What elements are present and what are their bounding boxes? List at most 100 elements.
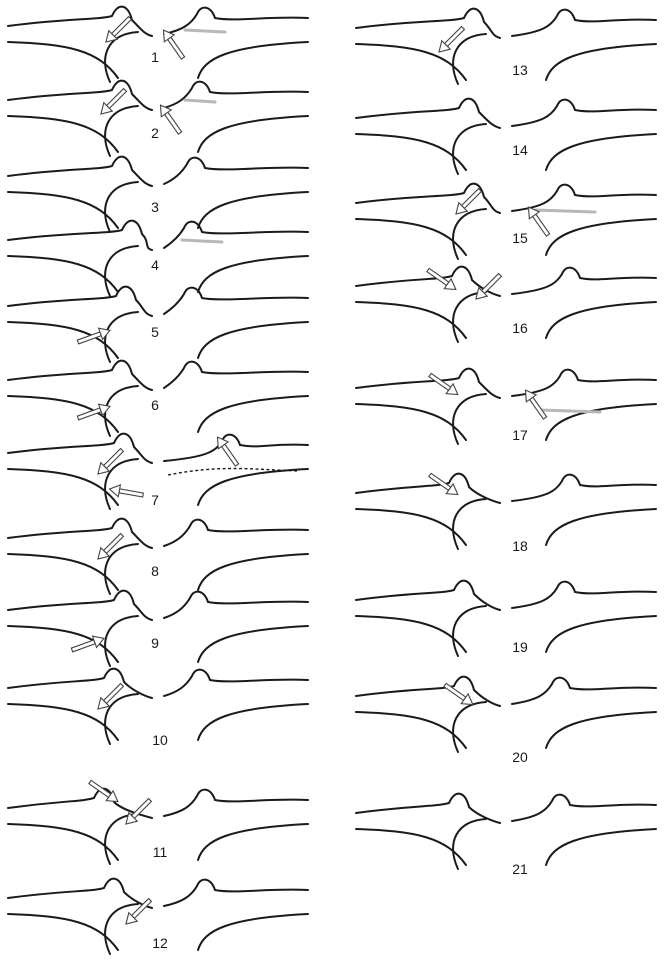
upper-contour-right <box>164 288 308 314</box>
upper-contour-right <box>164 82 308 108</box>
lower-contour-right <box>198 192 308 228</box>
highlight-band <box>540 410 600 412</box>
lower-contour-left <box>8 914 118 950</box>
lower-contour-right <box>546 134 656 170</box>
indicator-arrow <box>427 370 462 399</box>
panel-number-label: 19 <box>512 639 528 655</box>
diagram-panel-6: 6 <box>8 361 308 436</box>
indicator-arrow <box>435 24 468 57</box>
panel-number-label: 20 <box>512 749 528 765</box>
panel-number-label: 18 <box>512 538 528 554</box>
upper-contour-left <box>8 221 152 250</box>
upper-contour-left <box>8 157 152 186</box>
panel-number-label: 5 <box>151 324 159 340</box>
lower-contour-right <box>198 396 308 432</box>
upper-contour-left <box>8 287 152 316</box>
lower-contour-right <box>546 712 656 748</box>
lower-contour-left <box>8 704 118 740</box>
upper-contour-right <box>512 475 656 501</box>
lower-contour-left <box>8 322 118 358</box>
indicator-arrow <box>122 896 155 929</box>
panel-number-label: 4 <box>151 257 159 273</box>
upper-contour-right <box>164 158 308 184</box>
hook-contour <box>453 34 486 84</box>
upper-contour-right <box>164 520 308 546</box>
upper-contour-right <box>164 592 308 618</box>
upper-contour-right <box>512 678 656 704</box>
panel-number-label: 1 <box>151 49 159 65</box>
hook-contour <box>105 182 138 232</box>
lower-contour-right <box>198 116 308 152</box>
upper-contour-right <box>512 185 656 211</box>
lower-contour-right <box>546 509 656 545</box>
upper-contour-right <box>512 10 656 36</box>
hook-contour <box>453 606 486 656</box>
diagram-panel-18: 18 <box>356 470 656 554</box>
diagram-panel-16: 16 <box>356 265 656 342</box>
upper-contour-left <box>8 81 152 110</box>
upper-contour-left <box>8 434 152 463</box>
lower-contour-right <box>198 914 308 950</box>
lower-contour-left <box>8 116 118 152</box>
indicator-arrow <box>102 14 135 47</box>
upper-contour-left <box>356 794 500 823</box>
lower-contour-left <box>8 824 118 860</box>
panel-number-label: 17 <box>512 427 528 443</box>
lower-contour-left <box>8 554 118 590</box>
upper-contour-left <box>8 519 152 548</box>
hook-contour <box>453 124 486 174</box>
diagram-panel-5: 5 <box>8 287 308 362</box>
upper-contour-right <box>164 362 308 388</box>
lower-contour-right <box>546 829 656 865</box>
lower-contour-left <box>356 616 466 652</box>
upper-contour-right <box>512 370 656 396</box>
upper-contour-right <box>512 795 656 821</box>
diagram-panel-19: 19 <box>356 581 656 656</box>
diagram-panel-14: 14 <box>356 99 656 174</box>
panel-number-label: 6 <box>151 397 159 413</box>
hook-contour <box>453 209 486 259</box>
panel-number-label: 2 <box>151 125 159 141</box>
hook-contour <box>105 106 138 156</box>
lower-contour-left <box>356 829 466 865</box>
upper-contour-left <box>356 474 500 503</box>
highlight-band <box>535 210 595 212</box>
upper-contour-right <box>164 880 308 906</box>
diagram-panel-12: 12 <box>8 879 308 954</box>
upper-contour-left <box>356 9 500 38</box>
lower-contour-right <box>198 322 308 358</box>
indicator-arrow <box>97 86 130 119</box>
diagram-panel-10: 10 <box>8 669 308 748</box>
indicator-arrow <box>472 271 505 304</box>
panel-number-label: 8 <box>151 563 159 579</box>
upper-contour-right <box>512 582 656 608</box>
indicator-arrow <box>87 777 122 806</box>
lower-contour-left <box>356 134 466 170</box>
lower-contour-right <box>546 616 656 652</box>
upper-contour-left <box>356 581 500 610</box>
diagram-panel-3: 3 <box>8 157 308 232</box>
panel-number-label: 3 <box>151 199 159 215</box>
lower-contour-right <box>198 469 308 505</box>
hook-contour <box>453 292 486 342</box>
lower-contour-right <box>198 626 308 662</box>
lower-contour-left <box>356 219 466 255</box>
upper-contour-left <box>356 369 500 398</box>
upper-contour-right <box>164 670 308 696</box>
lower-contour-right <box>198 704 308 740</box>
hook-contour <box>105 386 138 436</box>
hook-contour <box>105 616 138 666</box>
lower-contour-right <box>546 219 656 255</box>
panel-number-label: 15 <box>512 230 528 246</box>
lower-contour-right <box>546 302 656 338</box>
lower-contour-right <box>198 824 308 860</box>
panel-number-label: 11 <box>153 844 168 860</box>
upper-contour-left <box>8 361 152 390</box>
lower-contour-left <box>356 509 466 545</box>
lower-contour-left <box>8 469 118 505</box>
lower-contour-left <box>356 404 466 440</box>
upper-contour-left <box>8 7 152 36</box>
diagram-panel-1: 1 <box>8 7 308 82</box>
lower-contour-right <box>546 44 656 80</box>
